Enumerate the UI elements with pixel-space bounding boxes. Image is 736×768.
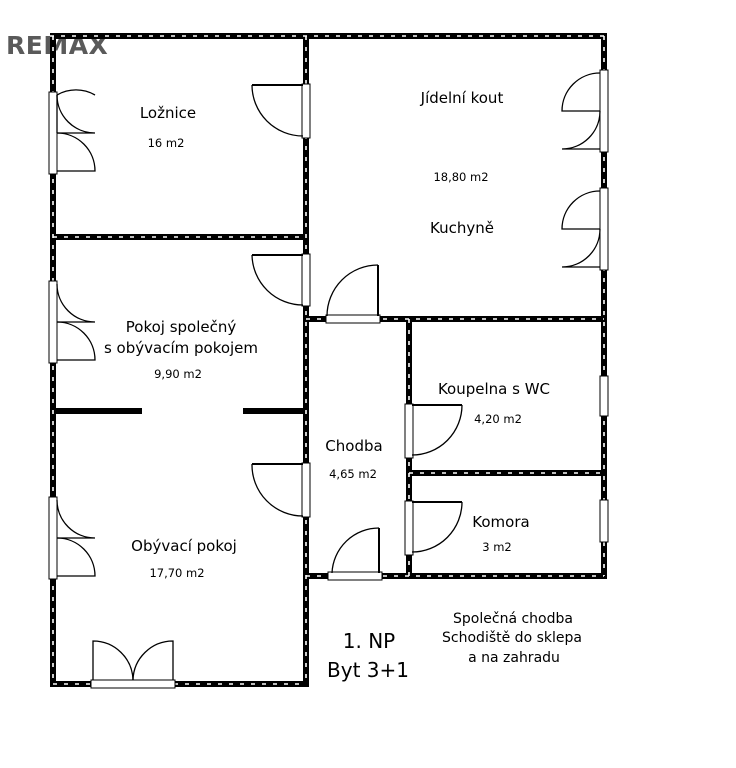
room-koupelna: Koupelna s WC 4,20 m2 <box>438 380 550 426</box>
room-name: Komora <box>472 513 529 531</box>
room-pokoj-spolecny: Pokoj společný s obývacím pokojem 9,90 m… <box>104 318 258 381</box>
room-name-line2: s obývacím pokojem <box>104 339 258 357</box>
room-kuchyne: Kuchyně <box>430 219 494 237</box>
room-chodba: Chodba 4,65 m2 <box>325 437 382 481</box>
windows <box>48 69 609 689</box>
room-obyvaci-pokoj: Obývací pokoj 17,70 m2 <box>131 537 237 580</box>
room-loznice: Ložnice 16 m2 <box>140 104 196 150</box>
room-area: 17,70 m2 <box>149 566 204 580</box>
room-name: Kuchyně <box>430 219 494 237</box>
room-area: 9,90 m2 <box>154 367 202 381</box>
floor-unit-label: 1. NP Byt 3+1 <box>327 629 409 682</box>
note-line1: Společná chodba <box>453 611 573 627</box>
room-name: Chodba <box>325 437 382 455</box>
room-area: 4,65 m2 <box>329 467 377 481</box>
room-name: Koupelna s WC <box>438 380 550 398</box>
walls <box>50 33 607 687</box>
room-area: 16 m2 <box>148 136 185 150</box>
unit-label: Byt 3+1 <box>327 658 409 682</box>
room-area: 3 m2 <box>482 540 512 554</box>
room-name: Jídelní kout <box>420 89 504 107</box>
room-komora: Komora 3 m2 <box>472 513 529 554</box>
room-area: 18,80 m2 <box>433 170 488 184</box>
note-line3: a na zahradu <box>468 650 560 666</box>
common-corridor-note: Společná chodba Schodiště do sklepa a na… <box>442 611 582 666</box>
floor-label: 1. NP <box>343 629 395 653</box>
room-jidelni-kout: Jídelní kout 18,80 m2 <box>420 89 504 184</box>
doors <box>251 83 463 581</box>
room-name-line1: Pokoj společný <box>126 318 237 336</box>
note-line2: Schodiště do sklepa <box>442 630 582 646</box>
room-name: Obývací pokoj <box>131 537 237 555</box>
room-area: 4,20 m2 <box>474 412 522 426</box>
room-name: Ložnice <box>140 104 196 122</box>
wall-hatching <box>50 35 605 685</box>
